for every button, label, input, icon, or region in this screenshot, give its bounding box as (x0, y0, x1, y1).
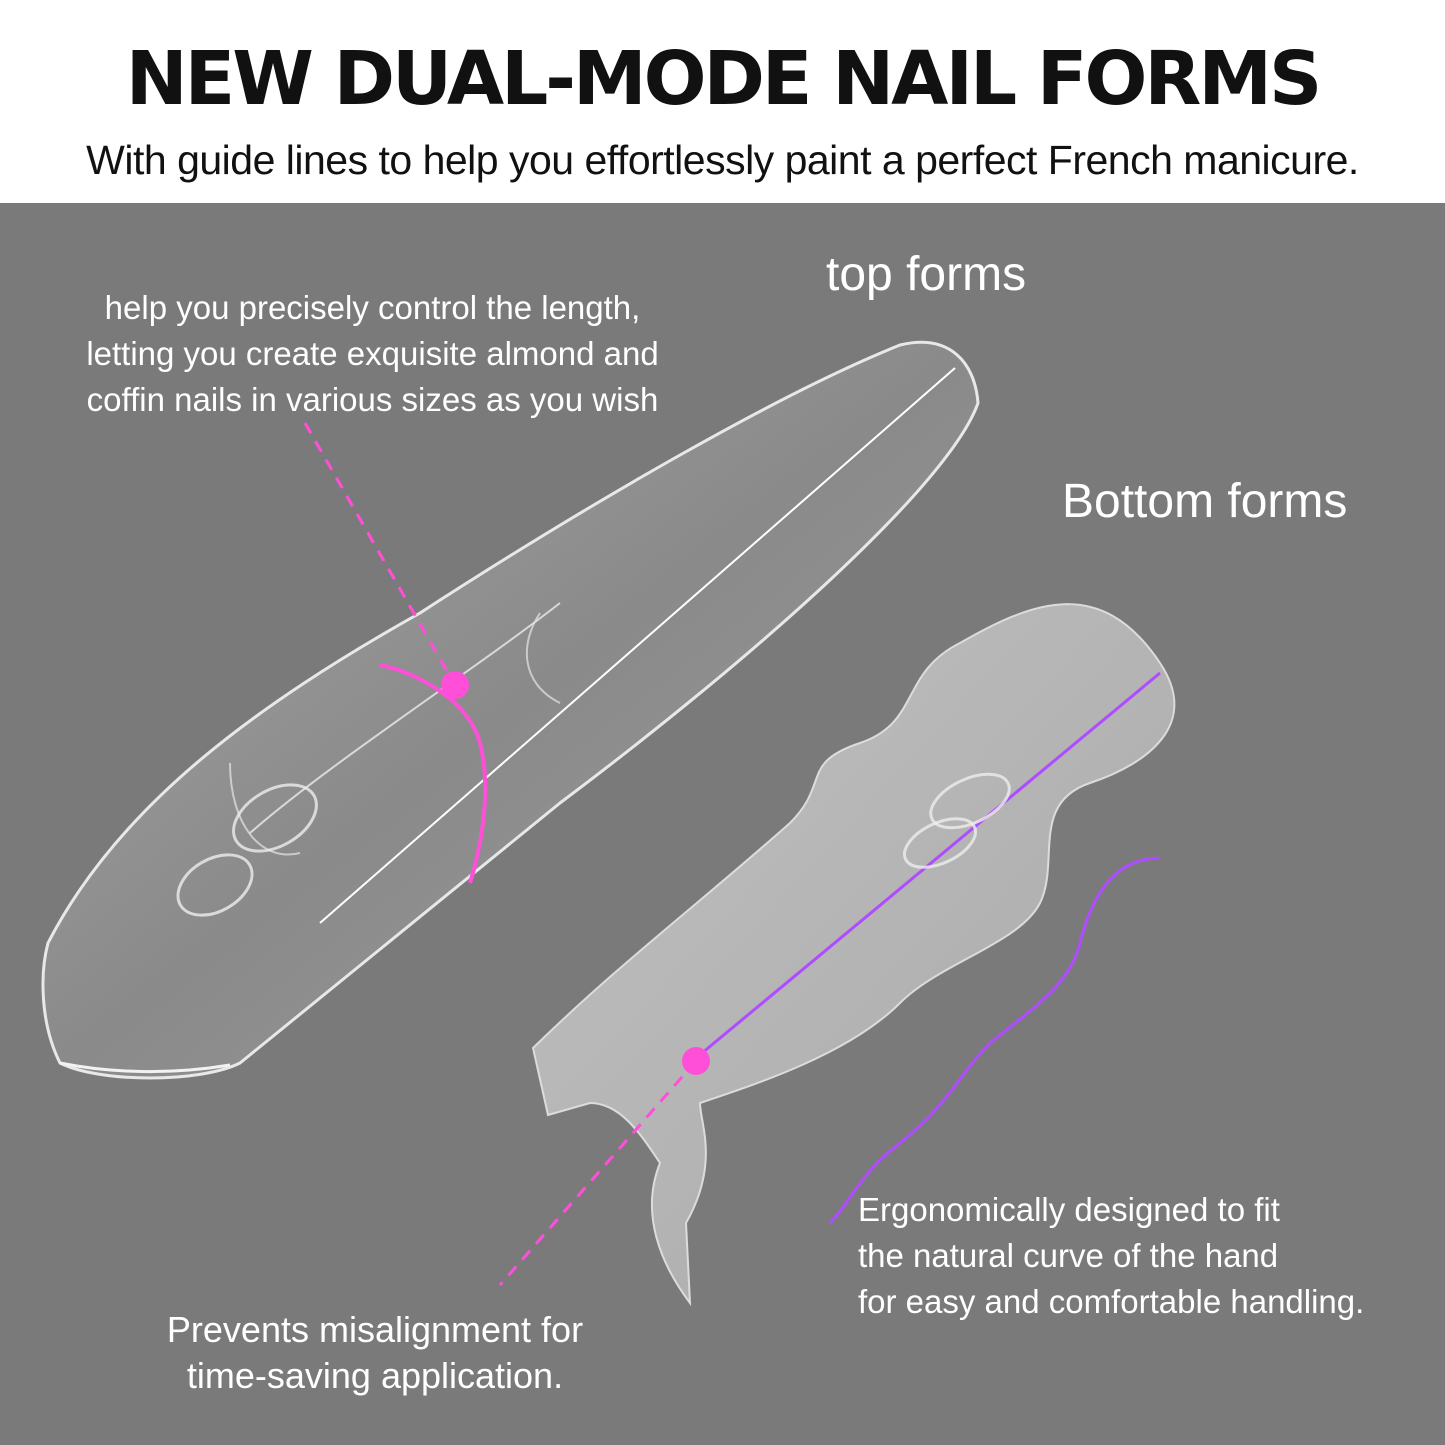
length-callout: help you precisely control the length, l… (40, 285, 705, 423)
alignment-leader-line (498, 1060, 698, 1286)
alignment-callout-line-2: time-saving application. (186, 1355, 564, 1396)
alignment-marker-dot (682, 1047, 710, 1075)
length-leader-line (303, 422, 457, 686)
top-form-nail (41, 340, 980, 1080)
ergonomic-callout-line-1: Ergonomically designed to fit (858, 1191, 1280, 1228)
bottom-forms-label: Bottom forms (1062, 475, 1348, 528)
ergonomic-callout: Ergonomically designed to fit the natura… (858, 1187, 1364, 1325)
page-subtitle: With guide lines to help you effortlessl… (86, 137, 1359, 183)
nail-forms-illustration (41, 340, 1176, 1307)
alignment-callout: Prevents misalignment for time-saving ap… (120, 1307, 630, 1399)
length-callout-line-2: letting you create exquisite almond and (86, 335, 659, 372)
ergonomic-curve-line (828, 856, 1161, 1225)
length-callout-line-1: help you precisely control the length, (104, 289, 641, 326)
top-forms-label: top forms (826, 248, 1027, 301)
bottom-form-nail (531, 603, 1176, 1307)
length-marker-dot (441, 671, 469, 699)
alignment-callout-line-1: Prevents misalignment for (166, 1309, 584, 1350)
product-panel: top forms Bottom forms help you precisel… (0, 203, 1445, 1445)
ergonomic-callout-line-3: for easy and comfortable handling. (858, 1283, 1365, 1320)
ergonomic-callout-line-2: the natural curve of the hand (858, 1237, 1279, 1274)
header: NEW DUAL-MODE NAIL FORMS With guide line… (0, 0, 1445, 203)
length-callout-line-3: coffin nails in various sizes as you wis… (86, 381, 659, 418)
page-title: NEW DUAL-MODE NAIL FORMS (125, 36, 1323, 122)
